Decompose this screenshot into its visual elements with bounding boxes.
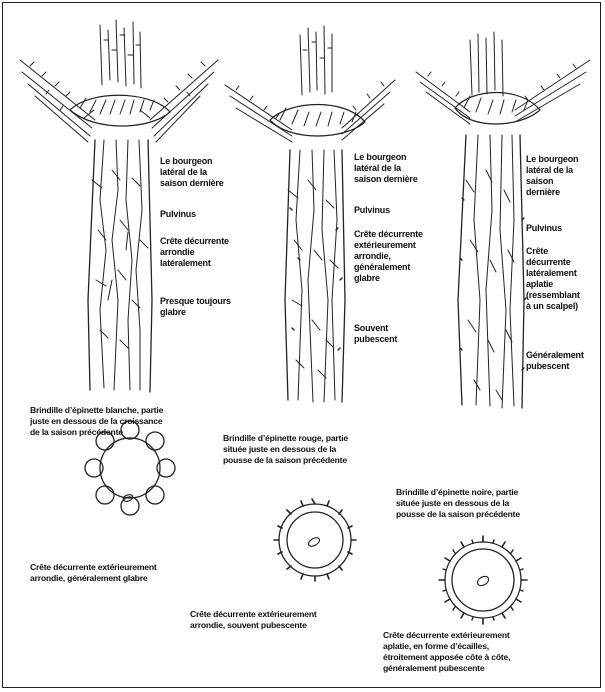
white-hair-line: glabre — [160, 307, 231, 318]
red-bud-line: latéral de la — [354, 163, 418, 174]
white-section-line: Crête décurrente extérieurement — [30, 562, 157, 573]
red-caption-line: Brindille d’épinette rouge, partie — [223, 433, 348, 444]
black-hair-line: Généralement — [526, 350, 584, 361]
black-bud-line: latéral de la — [526, 165, 578, 176]
black-crest-line: à un scalpel) — [526, 301, 580, 312]
red-caption-line: pousse de la saison précédente — [223, 455, 348, 466]
black-hair-line: pubescent — [526, 361, 584, 372]
white-hair-label: Presque toujours glabre — [160, 296, 231, 318]
black-hair-label: Généralement pubescent — [526, 350, 584, 372]
black-caption-line: pousse de la saison précédente — [396, 509, 520, 520]
black-crest-label: Crête décurrente latéralement aplatie (r… — [526, 246, 580, 312]
red-crest-line: arrondie, — [354, 251, 423, 262]
red-cross-section — [274, 499, 356, 581]
white-bud-line: Le bourgeon — [160, 156, 224, 167]
white-caption-line: juste en dessous de la croissance — [30, 416, 163, 427]
red-bud-label: Le bourgeon latéral de la saison dernièr… — [354, 152, 418, 185]
white-hair-line: Presque toujours — [160, 296, 231, 307]
red-hair-label: Souvent pubescent — [354, 323, 397, 345]
red-twig-caption: Brindille d’épinette rouge, partie situé… — [223, 433, 348, 466]
white-spruce-twig-drawing — [20, 20, 218, 392]
black-bud-line: Le bourgeon — [526, 154, 578, 165]
black-crest-line: aplatie — [526, 279, 580, 290]
red-section-line: Crête décurrente extérieurement — [190, 609, 317, 620]
white-caption-line: de la saison précédente — [30, 427, 163, 438]
black-section-caption: Crête décurrente extérieurement aplatie,… — [383, 630, 510, 674]
black-crest-line: décurrente — [526, 257, 580, 268]
red-hair-line: Souvent — [354, 323, 397, 334]
white-bud-label: Le bourgeon latéral de la saison dernièr… — [160, 156, 224, 189]
black-section-line: étroitement apposée côte à côte, — [383, 652, 510, 663]
black-section-line: aplatie, en forme d’écailles, — [383, 641, 510, 652]
red-crest-line: extérieurement — [354, 240, 423, 251]
black-crest-line: (ressemblant — [526, 290, 580, 301]
black-bud-line: dernière — [526, 187, 578, 198]
black-caption-line: Brindille d’épinette noire, partie — [396, 487, 520, 498]
white-crest-label: Crête décurrente arrondie latéralement — [160, 236, 229, 269]
black-twig-caption: Brindille d’épinette noire, partie situé… — [396, 487, 520, 520]
white-bud-line: saison dernière — [160, 178, 224, 189]
red-hair-line: pubescent — [354, 334, 397, 345]
white-crest-line: latéralement — [160, 258, 229, 269]
red-pulvinus-line: Pulvinus — [354, 205, 390, 216]
white-crest-line: arrondie — [160, 247, 229, 258]
black-cross-section — [439, 536, 527, 624]
black-pulvinus-line: Pulvinus — [526, 223, 562, 234]
white-section-line: arrondie, généralement glabre — [30, 573, 157, 584]
white-bud-line: latéral de la — [160, 167, 224, 178]
red-caption-line: située juste en dessous de la — [223, 444, 348, 455]
black-crest-line: latéralement — [526, 268, 580, 279]
red-crest-line: Crête décurrente — [354, 229, 423, 240]
white-crest-line: Crête décurrente — [160, 236, 229, 247]
red-section-line: arrondie, souvent pubescente — [190, 620, 317, 631]
white-pulvinus-line: Pulvinus — [160, 209, 196, 220]
black-pulvinus-label: Pulvinus — [526, 223, 562, 234]
white-section-caption: Crête décurrente extérieurement arrondie… — [30, 562, 157, 584]
red-section-caption: Crête décurrente extérieurement arrondie… — [190, 609, 317, 631]
black-section-line: Crête décurrente extérieurement — [383, 630, 510, 641]
white-pulvinus-label: Pulvinus — [160, 209, 196, 220]
red-pulvinus-label: Pulvinus — [354, 205, 390, 216]
red-bud-line: saison dernière — [354, 174, 418, 185]
red-crest-label: Crête décurrente extérieurement arrondie… — [354, 229, 423, 284]
black-caption-line: située juste en dessous de la — [396, 498, 520, 509]
black-crest-line: Crête — [526, 246, 580, 257]
red-crest-line: glabre — [354, 273, 423, 284]
white-caption-line: Brindille d’épinette blanche, partie — [30, 405, 163, 416]
red-bud-line: Le bourgeon — [354, 152, 418, 163]
black-bud-line: saison — [526, 176, 578, 187]
black-bud-label: Le bourgeon latéral de la saison dernièr… — [526, 154, 578, 198]
black-section-line: généralement pubescente — [383, 663, 510, 674]
red-crest-line: généralement — [354, 262, 423, 273]
white-twig-caption: Brindille d’épinette blanche, partie jus… — [30, 405, 163, 438]
